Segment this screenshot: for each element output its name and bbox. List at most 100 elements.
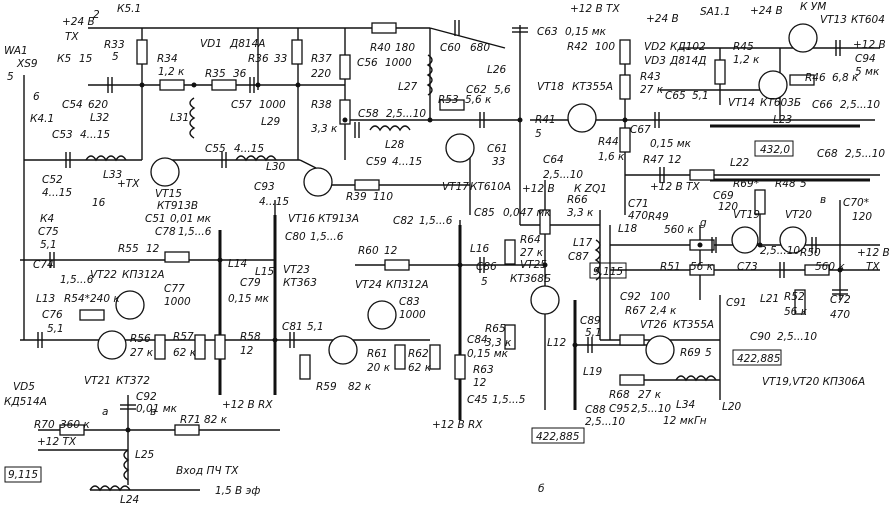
label-plus12b-vt25: +12 В <box>522 183 555 195</box>
label-r58: R58 <box>240 331 261 343</box>
label-r50v: 560 к <box>815 261 845 273</box>
label-c78v: 1,5...6 <box>178 226 212 238</box>
label-v15: 1,5 В эф <box>215 485 260 497</box>
label-plus12v-r: +12 В <box>853 39 886 51</box>
label-c60: С60 <box>440 42 461 54</box>
label-c74v: 1,5...6 <box>60 274 94 286</box>
label-r58v: 12 <box>240 345 254 357</box>
label-plus-tx: +ТХ <box>117 178 140 190</box>
label-c85: С85 <box>474 207 495 219</box>
label-c51: С51 <box>145 213 166 225</box>
label-r64v: 27 к <box>520 247 544 259</box>
label-c72: С72 <box>830 294 851 306</box>
label-r67: R67 <box>625 305 646 317</box>
label-vd2t: КД102 <box>670 41 706 53</box>
label-l12: L12 <box>547 337 567 349</box>
label-r35v: 36 <box>233 68 247 80</box>
label-c64v: 2,5...10 <box>543 169 583 181</box>
label-24v-left: +24 В <box>62 16 95 28</box>
label-plus12rx1: +12 В RX <box>222 399 273 411</box>
label-l34: L34 <box>676 399 695 411</box>
inductors <box>85 54 717 492</box>
label-wa1: WA1 <box>4 45 28 57</box>
label-plus12rx2: +12 В RX <box>432 419 483 431</box>
label-vt22t: КП312А <box>122 269 165 281</box>
label-c90: С90 <box>750 331 771 343</box>
label-r65: R65 <box>485 323 506 335</box>
label-c93: С93 <box>254 181 275 193</box>
label-vd3t: Д814Д <box>669 55 706 67</box>
label-l32: L32 <box>90 112 110 124</box>
label-l16: L16 <box>470 243 490 255</box>
label-c59: С59 <box>366 156 387 168</box>
label-r66v: 3,3 к <box>567 207 594 219</box>
label-c82v: 1,5...6 <box>419 215 453 227</box>
label-r70: R70 <box>34 419 55 431</box>
label-r54v: 240 к <box>90 293 120 305</box>
label-c81v: 5,1 <box>307 321 324 333</box>
label-c72v: 470 <box>830 309 850 321</box>
label-c62: С62 <box>466 84 487 96</box>
label-c75v: 5,1 <box>40 239 57 251</box>
label-r49: R49 <box>648 211 669 223</box>
label-r60: R60 <box>358 245 379 257</box>
label-vt24: VT24 <box>355 279 382 291</box>
label-vt23t: КТ363 <box>283 277 317 289</box>
label-vt25: VT25 <box>520 259 547 271</box>
label-r53: R53 <box>438 94 459 106</box>
label-vt16: VT16 <box>288 213 315 225</box>
label-box-422a: 422,885 <box>536 431 580 443</box>
label-c58v: 2,5...10 <box>386 108 426 120</box>
label-c85v: 0,047 мк <box>503 207 551 219</box>
label-sa11: SA1.1 <box>700 6 731 18</box>
label-c56: С56 <box>357 57 378 69</box>
label-r56v: 27 к <box>130 347 154 359</box>
label-vt15t: КТ913В <box>157 200 198 212</box>
label-r52v: 56 к <box>784 306 808 318</box>
label-c88: С88 <box>585 404 606 416</box>
label-c89: С89 <box>580 315 601 327</box>
label-r48v: 5 <box>800 178 807 190</box>
label-r60v: 12 <box>384 245 398 257</box>
label-r46: R46 <box>805 72 826 84</box>
label-c79v: 0,15 мк <box>228 293 270 305</box>
label-r38v: 3,3 к <box>311 123 338 135</box>
label-r59: R59 <box>316 381 337 393</box>
label-r44: R44 <box>598 136 619 148</box>
label-r42: R42 <box>567 41 588 53</box>
label-r48: R48 <box>775 178 796 190</box>
label-c80v: 1,5...6 <box>310 231 344 243</box>
label-c92: С92 <box>620 291 641 303</box>
label-c58: С58 <box>358 108 379 120</box>
label-c70: С70* <box>843 197 869 209</box>
label-r40: R40 <box>370 42 391 54</box>
label-l31: L31 <box>170 112 189 124</box>
label-r52: R52 <box>784 291 805 303</box>
label-c56v: 1000 <box>385 57 412 69</box>
label-c86v: 5 <box>481 276 488 288</box>
label-vt22: VT22 <box>90 269 117 281</box>
label-12v-tx-top: +12 В ТХ <box>570 3 620 15</box>
label-plus12tx-l: +12 ТХ <box>37 436 77 448</box>
label-c92b: С92 <box>136 391 157 403</box>
label-l20: L20 <box>722 401 742 413</box>
label-plus12tx-m: +12 В ТХ <box>650 181 700 193</box>
label-r69bv: 5 <box>705 347 712 359</box>
label-c61v: 33 <box>492 156 505 168</box>
label-c70v: 120 <box>852 211 872 223</box>
label-k41: К4.1 <box>30 113 54 125</box>
label-xs9: XS9 <box>16 58 38 70</box>
label-c74: С74 <box>33 259 54 271</box>
label-l21: L21 <box>760 293 779 305</box>
label-vt23: VT23 <box>283 264 310 276</box>
label-c95v: 2,5...10 <box>631 403 671 415</box>
junctions <box>125 82 843 433</box>
label-box-9115a: 9,115 <box>8 469 38 481</box>
label-l22: L22 <box>730 157 750 169</box>
label-c93v: 4...15 <box>259 196 289 208</box>
label-l19: L19 <box>583 366 603 378</box>
label-vd1t: Д814А <box>229 38 265 50</box>
label-r66: R66 <box>567 194 588 206</box>
label-n16: 16 <box>92 197 106 209</box>
label-box-432: 432,0 <box>760 144 790 156</box>
